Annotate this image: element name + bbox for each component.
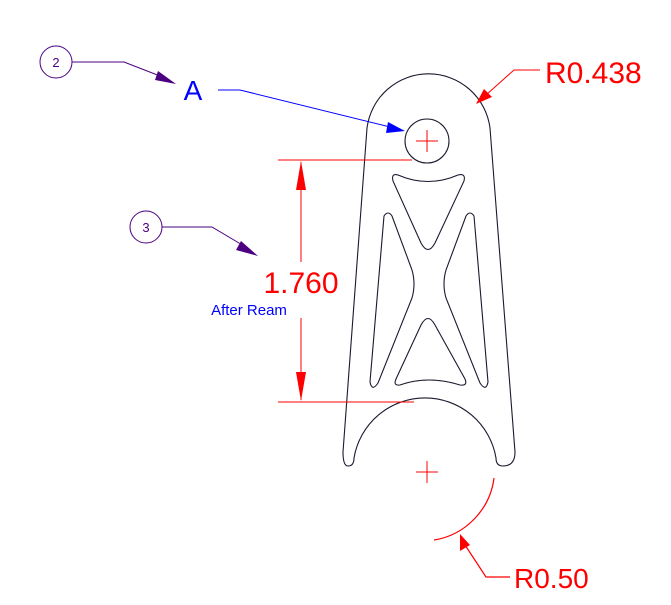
balloon-3-leader-line <box>162 226 245 247</box>
top-radius-arrow-icon <box>476 89 492 104</box>
hole-spacing-note: After Ream <box>211 302 287 319</box>
top-hole <box>404 118 450 164</box>
datum-leader <box>218 89 405 133</box>
arrow-down-icon <box>296 372 306 401</box>
datum-arrow-icon <box>386 122 405 133</box>
datum-label: A <box>184 75 203 106</box>
top-radius-leader <box>476 69 540 104</box>
bottom-radius-value: R0.50 <box>514 563 589 594</box>
bottom-radius-arc <box>433 477 495 541</box>
balloon-2-leader-line <box>72 61 161 77</box>
balloon-2: 2 <box>39 45 176 84</box>
balloon-2-number: 2 <box>52 55 59 70</box>
balloon-3-arrow-icon <box>236 241 258 256</box>
bottom-radius-leader-line <box>464 544 510 578</box>
balloon-3: 3 <box>129 210 258 256</box>
pocket-bottom <box>394 317 467 386</box>
arrow-up-icon <box>296 161 306 190</box>
bottom-radius-leader <box>433 477 510 578</box>
hole-spacing-value: 1.760 <box>263 267 338 300</box>
pocket-left <box>369 212 415 388</box>
pocket-top <box>392 174 465 251</box>
top-radius-leader-line <box>485 69 540 96</box>
balloon-3-number: 3 <box>142 220 149 235</box>
center-marks <box>416 130 438 483</box>
top-radius-value: R0.438 <box>545 57 642 90</box>
datum-leader-line <box>218 89 391 128</box>
outer-profile <box>342 73 516 467</box>
hole-spacing-dimension <box>278 159 414 403</box>
pocket-right <box>443 212 489 388</box>
bottom-radius-arrow-icon <box>460 534 470 551</box>
balloon-2-arrow-icon <box>155 71 176 84</box>
part-outline <box>342 73 516 467</box>
